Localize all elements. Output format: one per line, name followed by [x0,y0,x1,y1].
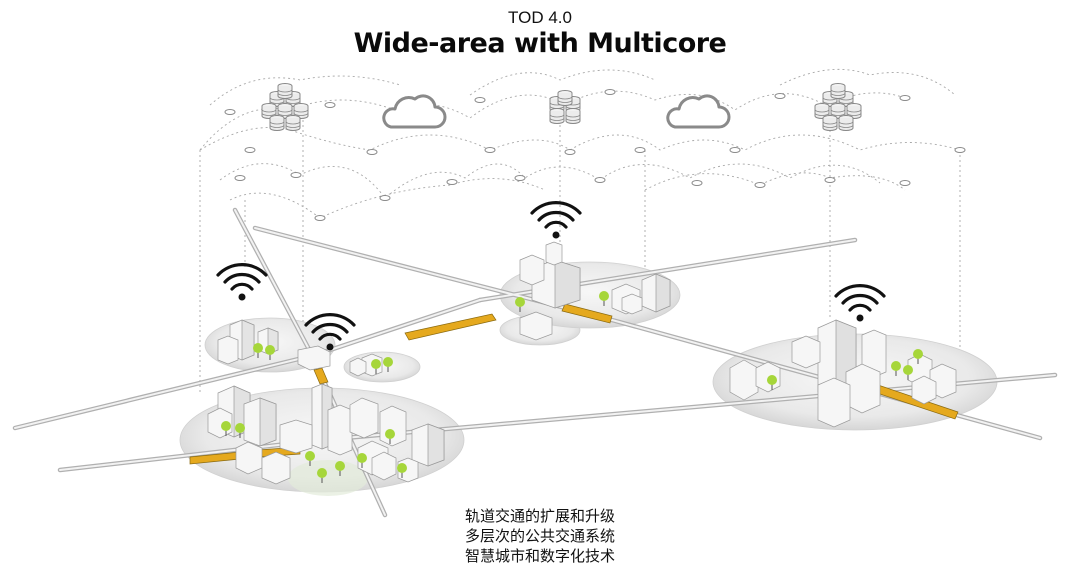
feature-item: 轨道交通的扩展和升级 [464,507,615,525]
database-icon [814,83,862,131]
network-nodes [224,89,966,221]
rail-segments [189,303,959,465]
wifi-icon [216,263,268,303]
feature-item: 智慧城市和数字化技术 [464,547,615,565]
feature-list: 轨道交通的扩展和升级 多层次的公共交通系统 智慧城市和数字化技术 [0,506,1080,566]
feature-item: 多层次的公共交通系统 [464,527,615,545]
database-icon [549,90,581,124]
buildings [207,241,957,485]
cloud-icon [382,94,447,129]
page-title: Wide-area with Multicore [353,28,727,59]
page-subtitle: TOD 4.0 [508,8,572,27]
cloud-icon [666,94,731,129]
wifi-icon [834,284,886,324]
wifi-icon [530,201,582,241]
database-icon [261,83,309,131]
